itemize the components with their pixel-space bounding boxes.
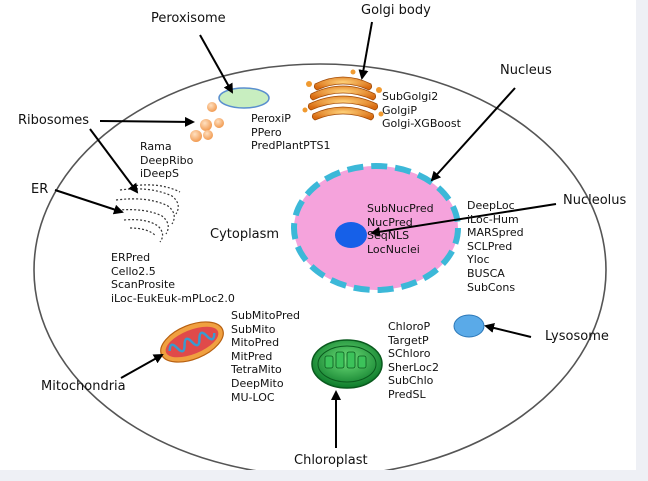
mitochondria-arrow bbox=[120, 354, 164, 379]
cell-membrane bbox=[33, 63, 607, 470]
er-arrow bbox=[54, 189, 124, 215]
chloroplast-tool-list: ChloroP TargetP SChloro SherLoc2 SubChlo… bbox=[388, 320, 439, 402]
golgi-tool-list: SubGolgi2 GolgiP Golgi-XGBoost bbox=[382, 90, 461, 131]
tool-name: GolgiP bbox=[382, 103, 417, 117]
tool-name: SCLPred bbox=[467, 239, 513, 253]
ribosome-shapes bbox=[190, 102, 224, 142]
golgi-arrow bbox=[358, 21, 373, 80]
figure-canvas: Peroxisome Golgi body Nucleus Ribosomes … bbox=[0, 0, 636, 470]
ribosomes-tool-list: Rama DeepRibo iDeepS bbox=[140, 140, 193, 181]
tool-name: SeqNLS bbox=[367, 229, 410, 243]
tool-name: SubCons bbox=[467, 280, 516, 294]
lysosome-label: Lysosome bbox=[545, 329, 609, 344]
tool-name: iDeepS bbox=[140, 167, 180, 181]
cytoplasm-tool-list: DeepLoc iLoc-Hum MARSpred SCLPred Yloc B… bbox=[467, 199, 524, 294]
tool-name: DeepMito bbox=[231, 376, 284, 390]
tool-name: TetraMito bbox=[231, 363, 282, 377]
peroxisome-shape bbox=[218, 87, 270, 109]
er-tool-list: ERPred Cello2.5 ScanProsite iLoc-EukEuk-… bbox=[111, 251, 235, 305]
nucleolus-shape bbox=[335, 222, 367, 248]
chloroplast-label: Chloroplast bbox=[294, 453, 368, 468]
golgi-label: Golgi body bbox=[361, 3, 431, 18]
tool-name: TargetP bbox=[388, 333, 429, 347]
mitochondria-label: Mitochondria bbox=[41, 379, 126, 394]
tool-name: Cello2.5 bbox=[111, 264, 156, 278]
ribosomes-arrow bbox=[99, 116, 195, 127]
tool-name: DeepRibo bbox=[140, 153, 194, 167]
tool-name: DeepLoc bbox=[467, 199, 515, 212]
lysosome-arrow bbox=[484, 323, 532, 338]
er-shape bbox=[115, 184, 181, 243]
tool-name: PredSL bbox=[388, 387, 426, 401]
tool-name: SubGolgi2 bbox=[382, 90, 439, 103]
tool-name: ERPred bbox=[111, 251, 151, 264]
nucleus-arrow bbox=[430, 87, 516, 182]
tool-name: iLoc-EukEuk-mPLoc2.0 bbox=[111, 291, 235, 305]
tool-name: iLoc-Hum bbox=[467, 212, 519, 226]
nucleus-label: Nucleus bbox=[500, 63, 552, 78]
ribosomes-label: Ribosomes bbox=[18, 113, 90, 128]
er-label: ER bbox=[31, 182, 49, 197]
tool-name: SubNucPred bbox=[367, 202, 434, 215]
cytoplasm-label: Cytoplasm bbox=[210, 227, 280, 242]
cell-diagram bbox=[33, 21, 607, 470]
tool-name: PPero bbox=[251, 125, 282, 139]
tool-name: PredPlantPTS1 bbox=[251, 139, 331, 153]
mitochondria-shape bbox=[160, 321, 224, 363]
chloroplast-shape bbox=[311, 339, 383, 389]
nucleolus-label: Nucleolus bbox=[563, 193, 627, 208]
tool-name: Rama bbox=[140, 140, 172, 153]
tool-name: MitPred bbox=[231, 349, 273, 363]
mitochondria-tool-list: SubMitoPred SubMito MitoPred MitPred Tet… bbox=[231, 309, 300, 404]
lysosome-shape bbox=[453, 314, 485, 338]
tool-name: LocNuclei bbox=[367, 242, 420, 256]
tool-name: MARSpred bbox=[467, 226, 524, 240]
peroxisome-arrow bbox=[199, 34, 233, 94]
tool-name: SubChlo bbox=[388, 374, 434, 388]
tool-name: MU-LOC bbox=[231, 390, 275, 404]
tool-name: PeroxiP bbox=[251, 112, 291, 125]
peroxisome-tool-list: PeroxiP PPero PredPlantPTS1 bbox=[251, 112, 331, 153]
tool-name: Golgi-XGBoost bbox=[382, 117, 461, 131]
nucleus-tool-list: SubNucPred NucPred SeqNLS LocNuclei bbox=[367, 202, 434, 256]
golgi-shape bbox=[302, 69, 384, 121]
tool-name: BUSCA bbox=[467, 266, 505, 280]
tool-name: SChloro bbox=[388, 347, 431, 361]
tool-name: SherLoc2 bbox=[388, 360, 439, 374]
tool-name: ChloroP bbox=[388, 320, 431, 333]
tool-name: SubMito bbox=[231, 322, 276, 336]
tool-name: MitoPred bbox=[231, 336, 280, 350]
tool-name: Yloc bbox=[467, 253, 490, 267]
tool-name: ScanProsite bbox=[111, 278, 176, 292]
ribosomes-er-arrow bbox=[89, 128, 139, 194]
tool-name: NucPred bbox=[367, 215, 413, 229]
tool-name: SubMitoPred bbox=[231, 309, 300, 322]
nucleolus-arrow bbox=[370, 203, 557, 237]
peroxisome-label: Peroxisome bbox=[151, 11, 226, 26]
